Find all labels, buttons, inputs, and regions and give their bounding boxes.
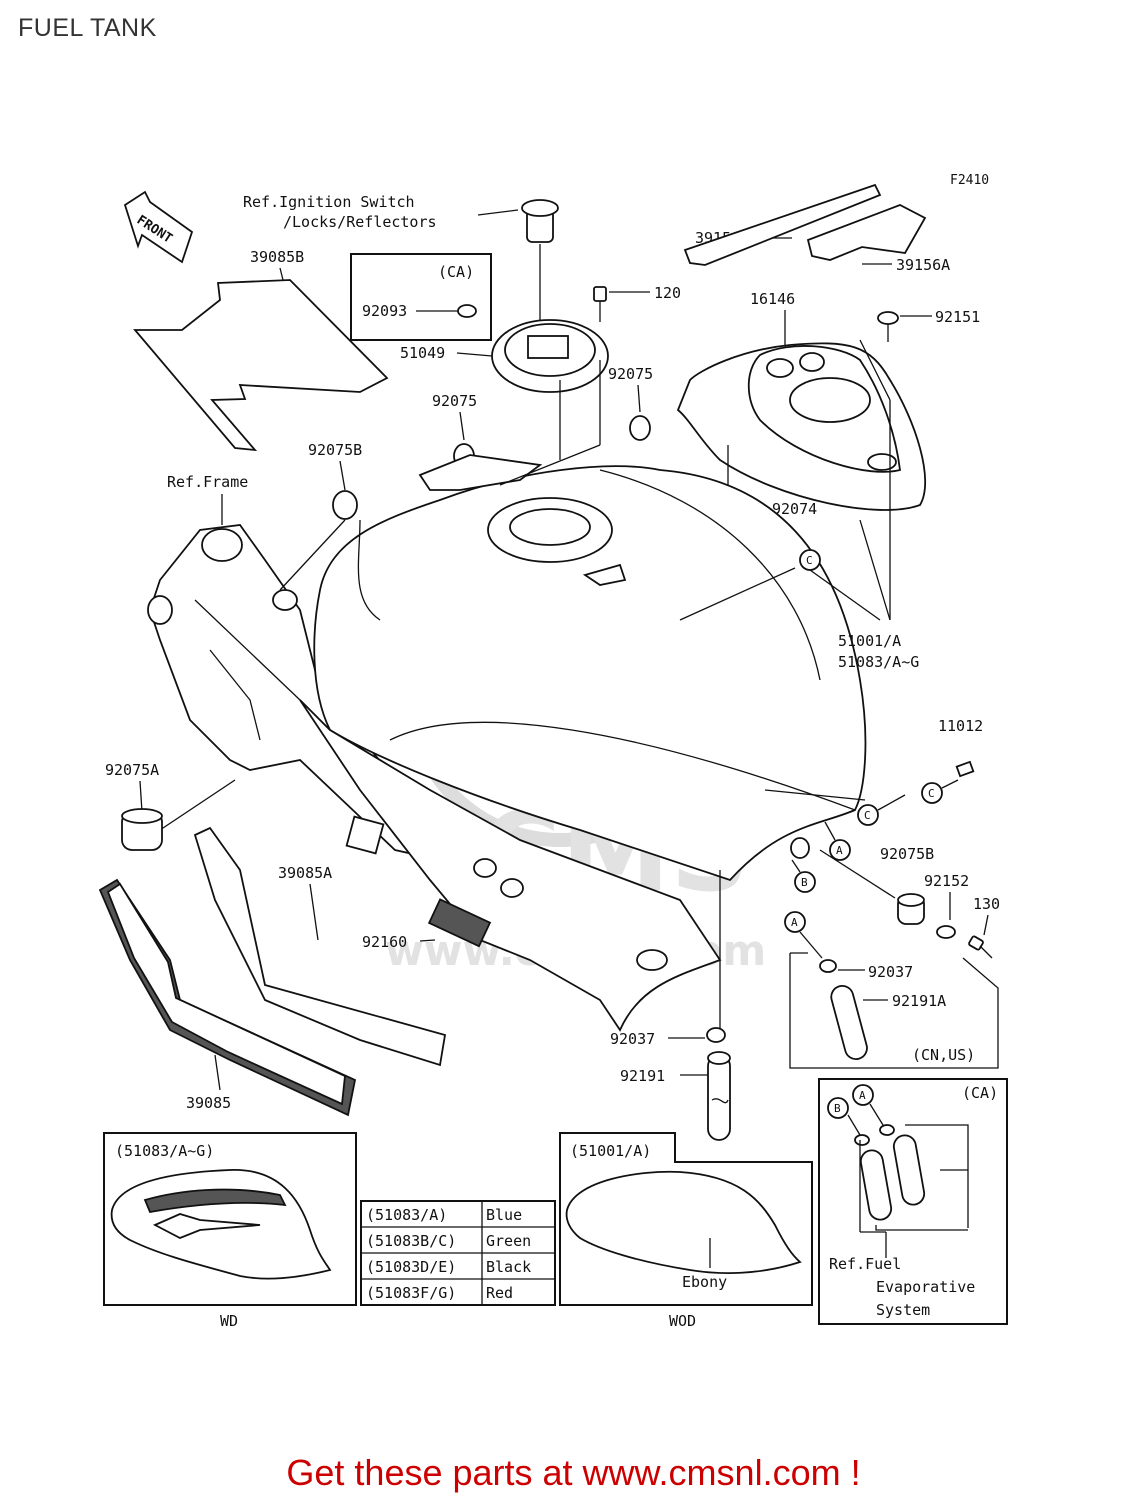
callout-c-right-text: C	[928, 787, 935, 800]
part-92093-label: 92093	[362, 302, 407, 320]
color-row-code: (51083F/G)	[366, 1284, 456, 1302]
ca-box-label: (CA)	[438, 263, 474, 281]
callout-b-tank: B	[794, 871, 816, 893]
color-row-color: Blue	[486, 1206, 522, 1224]
color-row-color: Red	[486, 1284, 513, 1302]
strip-39085A	[193, 826, 447, 1067]
part-39085-label: 39085	[186, 1094, 231, 1112]
inset-wod-body: Ebony	[682, 1273, 727, 1291]
ref-fuel-line2: Evaporative	[876, 1278, 975, 1296]
grommet-92075B-bottom	[897, 893, 925, 925]
page-title: FUEL TANK	[18, 14, 157, 42]
color-row-color: Green	[486, 1232, 531, 1250]
ca-box-92093	[350, 253, 492, 341]
inset-wod-caption: WOD	[669, 1312, 696, 1330]
inset-wd-title: (51083/A~G)	[115, 1142, 214, 1160]
part-51083AG-label: 51083/A~G	[838, 653, 919, 671]
part-51001A-label: 51001/A	[838, 632, 901, 650]
inset-wod: (51001/A) Ebony WOD	[559, 1132, 813, 1330]
footer-cta-link[interactable]: Get these parts at www.cmsnl.com !	[286, 1452, 861, 1493]
inset-wd: (51083/A~G) WD	[103, 1132, 357, 1330]
callout-a-tank: A	[829, 839, 851, 861]
part-92075-right-label: 92075	[608, 365, 653, 383]
fuel-tank-diagram: CMS www.cmsnl.com F2410 FRONT Ref.Igniti…	[98, 173, 1008, 1330]
collar-92152	[936, 925, 956, 939]
screw-92151	[877, 311, 899, 342]
clip-11012	[955, 760, 975, 778]
part-92037-right-label: 92037	[868, 963, 913, 981]
hose-92191	[707, 1051, 731, 1141]
inset-ca: (CA) A B Ref.Fuel Evaporative System	[818, 1078, 1008, 1325]
inset-wd-caption: WD	[220, 1312, 238, 1330]
cap-plate-51049	[491, 319, 609, 393]
color-row-code: (51083B/C)	[366, 1232, 456, 1250]
ref-ignition-line1: Ref.Ignition Switch	[243, 193, 415, 211]
callout-a-tank-text: A	[836, 844, 843, 857]
part-39156A-label: 39156A	[896, 256, 950, 274]
strip-39156	[683, 183, 882, 266]
part-11012-label: 11012	[938, 717, 983, 735]
ref-ignition-line2: /Locks/Reflectors	[283, 213, 437, 231]
figure-code: F2410	[950, 173, 989, 188]
ref-fuel-line1: Ref.Fuel	[829, 1255, 901, 1273]
part-120-label: 120	[654, 284, 681, 302]
ref-fuel-line3: System	[876, 1301, 930, 1319]
part-92075-left-label: 92075	[432, 392, 477, 410]
part-92037-center-label: 92037	[610, 1030, 655, 1048]
part-92191-label: 92191	[620, 1067, 665, 1085]
callout-c-right: C	[921, 782, 943, 804]
callout-c-top: C	[799, 549, 821, 571]
callout-c-middle: C	[857, 804, 879, 826]
color-row-code: (51083/A)	[366, 1206, 447, 1224]
bolt-130	[968, 935, 993, 959]
grommet-92075A	[121, 808, 163, 851]
front-arrow-icon: FRONT	[123, 190, 194, 264]
part-92191A-label: 92191A	[892, 992, 946, 1010]
part-92075B-bottom-label: 92075B	[880, 845, 934, 863]
part-51049-label: 51049	[400, 344, 445, 362]
part-92151-label: 92151	[935, 308, 980, 326]
grommet-92075B-top	[332, 490, 358, 520]
callout-c-middle-text: C	[864, 809, 871, 822]
part-16146-label: 16146	[750, 290, 795, 308]
bolt-120	[593, 286, 607, 322]
ref-frame-label: Ref.Frame	[167, 473, 248, 491]
callout-c-top-text: C	[806, 554, 813, 567]
part-39085A-label: 39085A	[278, 864, 332, 882]
cn-us-group: A 92037 92191A (CN,US)	[784, 911, 999, 1069]
color-row-color: Black	[486, 1258, 531, 1276]
callout-b-ca-text: B	[834, 1102, 841, 1115]
color-table: (51083/A) Blue (51083B/C) Green (51083D/…	[360, 1200, 556, 1306]
clamp-92037-center	[706, 1027, 726, 1043]
callout-a-cnus-text: A	[791, 916, 798, 929]
seat-pad-39085B	[133, 279, 389, 452]
plate-39156A	[806, 204, 927, 261]
part-92075B-top-label: 92075B	[308, 441, 362, 459]
part-92152-label: 92152	[924, 872, 969, 890]
part-39085B-label: 39085B	[250, 248, 304, 266]
part-92074-label: 92074	[772, 500, 817, 518]
callout-b-tank-text: B	[801, 876, 808, 889]
color-row-code: (51083D/E)	[366, 1258, 456, 1276]
dash-cover-16146	[676, 342, 927, 511]
part-92160-label: 92160	[362, 933, 407, 951]
inset-wod-title: (51001/A)	[570, 1142, 651, 1160]
grommet-92075-right	[629, 415, 651, 441]
ignition-cap-part	[521, 199, 559, 243]
inset-ca-title: (CA)	[962, 1084, 998, 1102]
cn-us-label: (CN,US)	[912, 1046, 975, 1064]
part-92075A-label: 92075A	[105, 761, 159, 779]
callout-a-ca-text: A	[859, 1089, 866, 1102]
part-130-label: 130	[973, 895, 1000, 913]
